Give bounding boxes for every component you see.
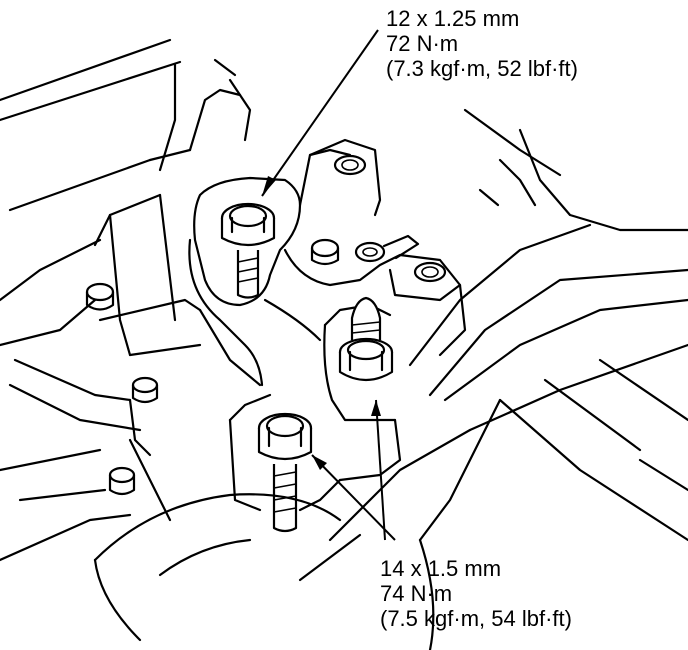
upper-bolt-size: 12 x 1.25 mm (386, 6, 520, 31)
lower-torque-nm: 74 N·m (380, 581, 453, 606)
lower-bolt-14mm (257, 412, 313, 533)
mount-bracket (188, 138, 467, 512)
bracket-bolt-left-upper (85, 282, 115, 311)
leader-upper (261, 29, 379, 197)
lower-torque-callout: 14 x 1.5 mm 74 N·m (7.5 kgf·m, 54 lbf·ft… (380, 556, 572, 631)
bracket-stud-center (310, 238, 340, 266)
bracket-hole-right (413, 261, 447, 283)
lower-housing (93, 438, 435, 650)
upper-torque-alt: (7.3 kgf·m, 52 lbf·ft) (386, 56, 578, 81)
lower-bolt-size: 14 x 1.5 mm (380, 556, 502, 581)
bracket-bolt-left-lower (131, 376, 159, 404)
small-fitting (354, 234, 420, 263)
right-stud-14mm (338, 296, 394, 382)
leader-lower (311, 399, 396, 541)
bracket-hole-upper (333, 154, 367, 176)
upper-bolt-12mm (220, 202, 276, 299)
lower-torque-alt: (7.5 kgf·m, 54 lbf·ft) (380, 606, 572, 631)
upper-torque-callout: 12 x 1.25 mm 72 N·m (7.3 kgf·m, 52 lbf·f… (386, 6, 578, 81)
frame-structure (0, 38, 252, 562)
upper-torque-nm: 72 N·m (386, 31, 459, 56)
right-frame (298, 108, 688, 582)
bracket-bolt-left-bottom (108, 466, 136, 496)
